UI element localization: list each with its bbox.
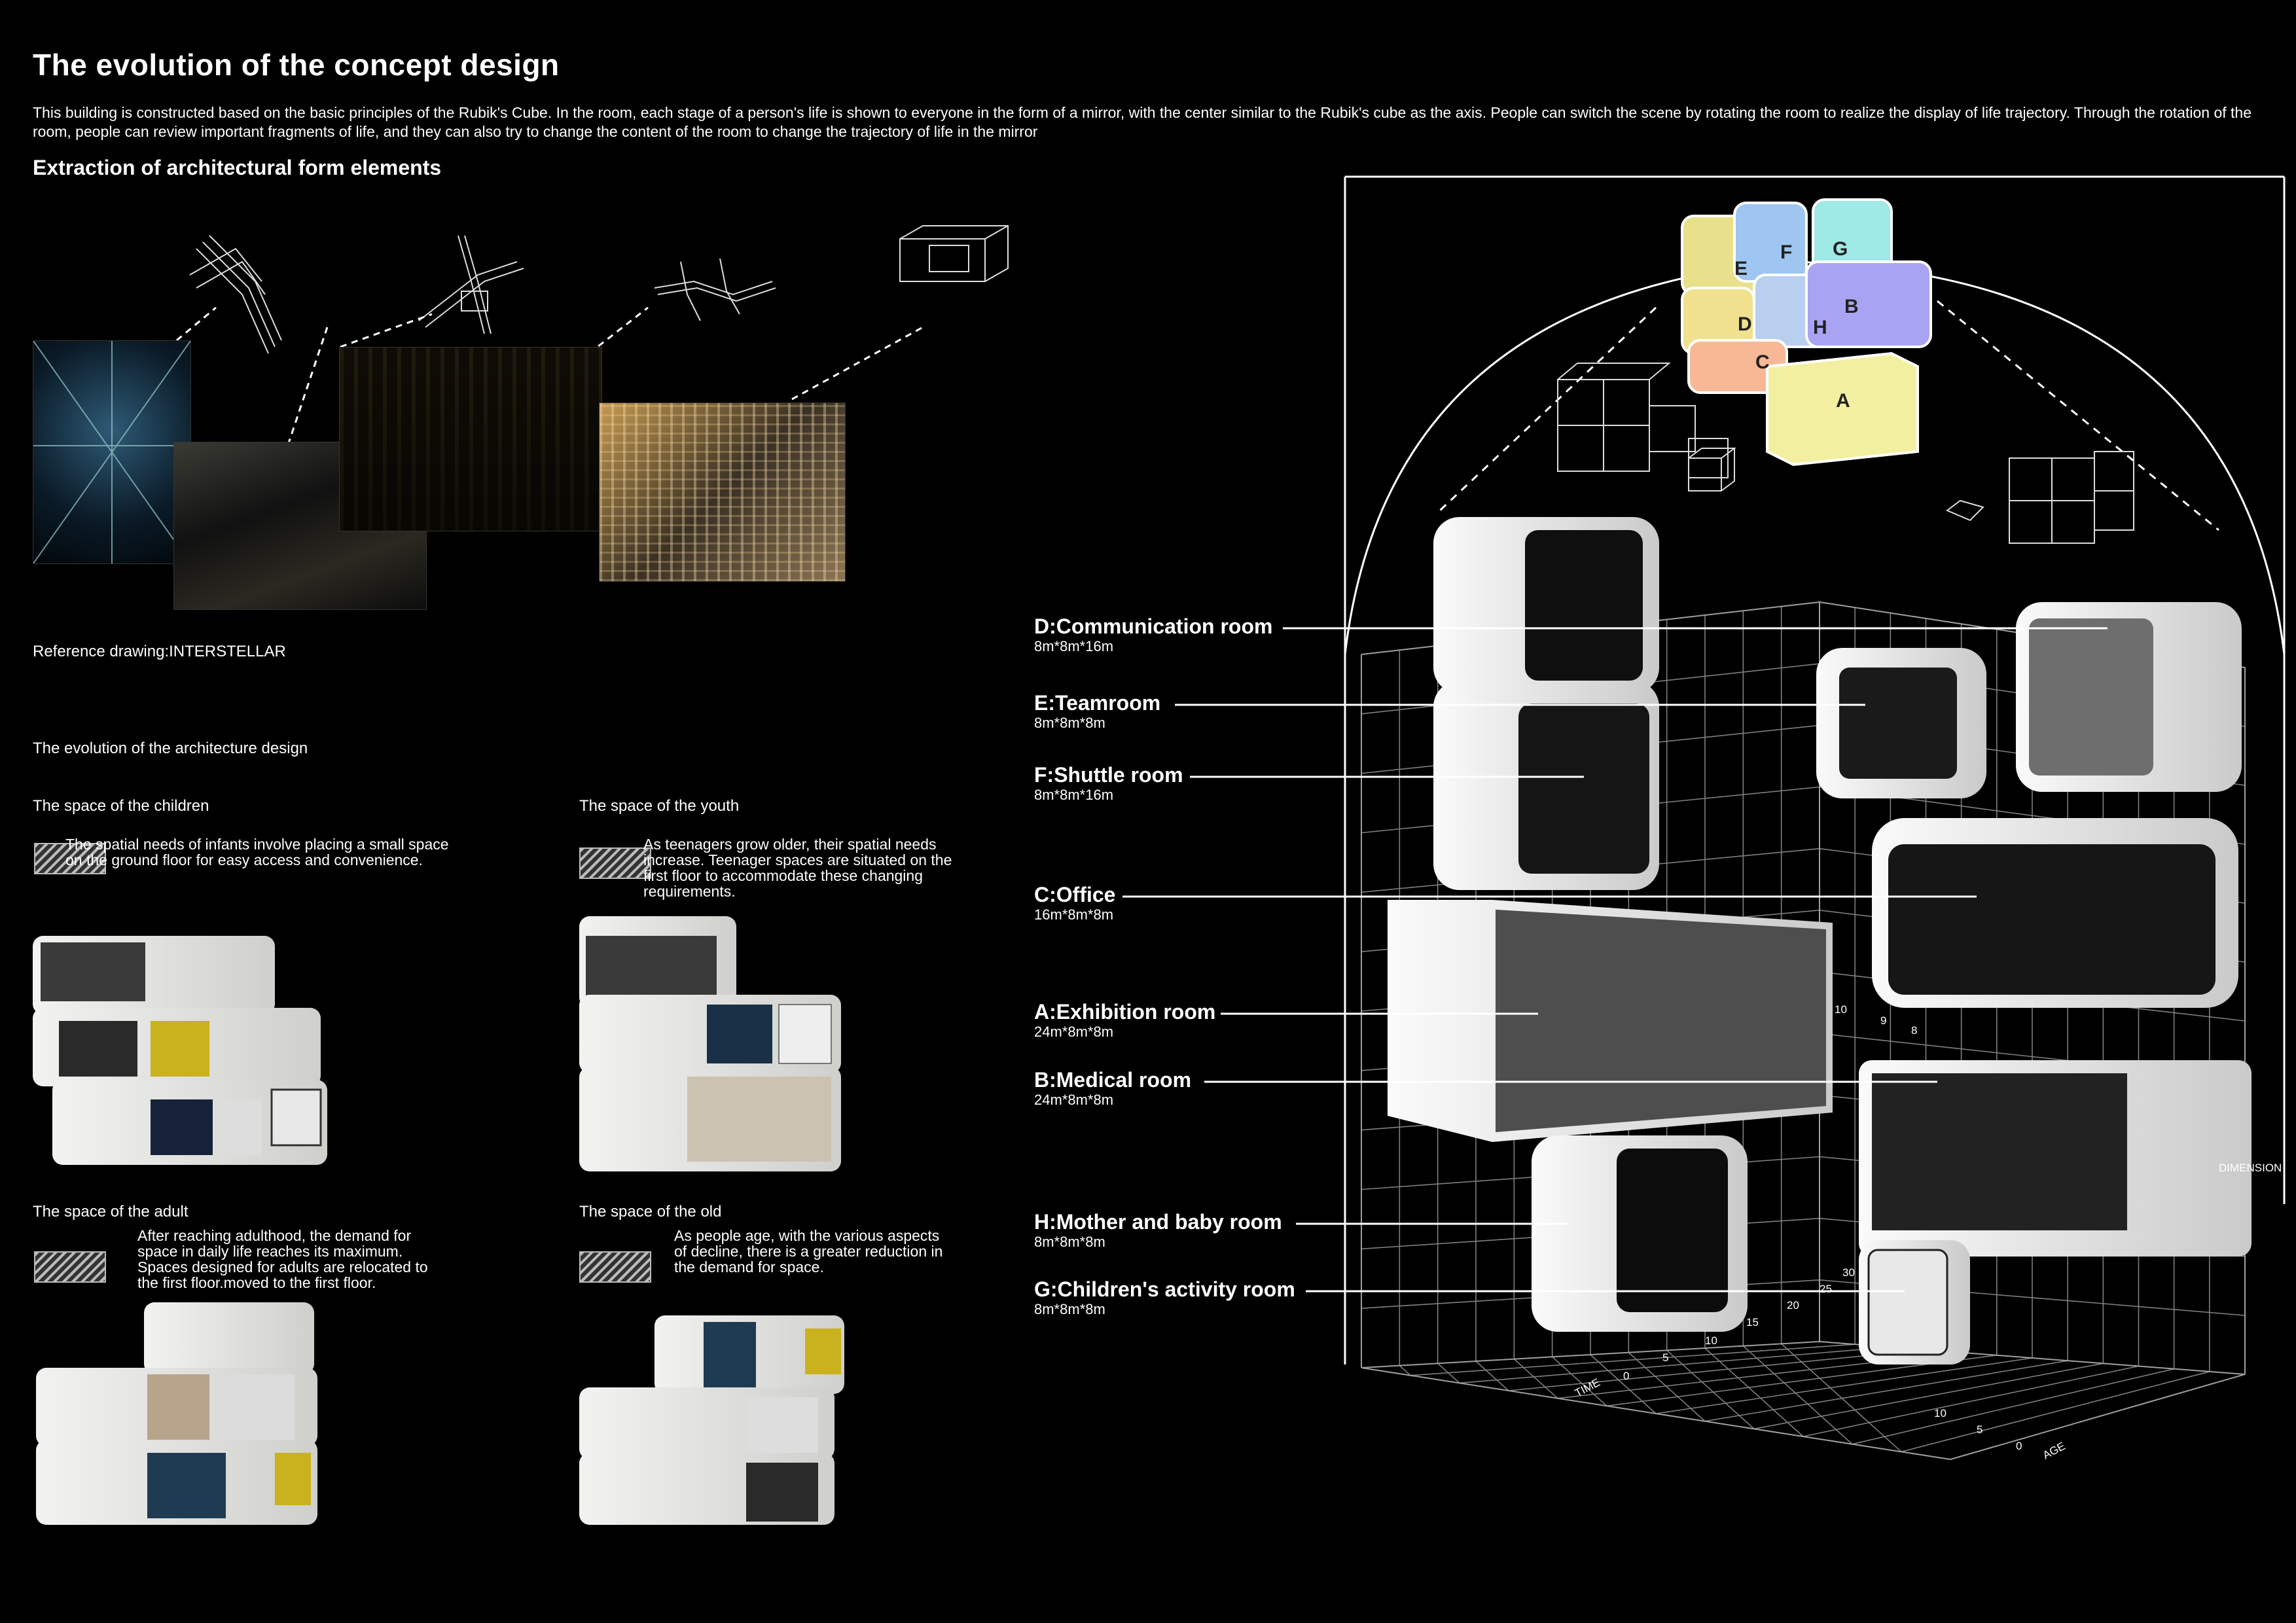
stage-text-adult: After reaching adulthood, the demand for… <box>137 1227 428 1291</box>
dim-tick: 9 <box>1880 1014 1886 1027</box>
module-letter-E: E <box>1734 258 1748 279</box>
module-letter-H: H <box>1813 317 1827 338</box>
time-tick: 30 <box>1842 1266 1855 1279</box>
module-letter-D: D <box>1738 313 1752 335</box>
time-tick: 0 <box>1623 1370 1629 1382</box>
stage-text-children: The spatial needs of infants involve pla… <box>65 836 449 868</box>
module-letter-C: C <box>1755 351 1770 373</box>
pattern-swatch-children <box>34 843 106 874</box>
evolution-heading: The evolution of the architecture design <box>33 740 308 757</box>
time-tick: 5 <box>1662 1351 1668 1364</box>
rubik-modules <box>1681 198 1932 467</box>
module-A <box>1766 351 1919 467</box>
dashed-leaders-cube <box>1439 300 2219 531</box>
module-letter-A: A <box>1836 390 1850 412</box>
stage-text-youth: As teenagers grow older, their spatial n… <box>643 836 952 900</box>
sketch-lines-2 <box>418 235 524 334</box>
room-leaders <box>1122 627 2108 1293</box>
stage-title-adult: The space of the adult <box>33 1203 188 1221</box>
page-title: The evolution of the concept design <box>33 48 560 82</box>
pattern-swatch-youth <box>579 847 651 879</box>
model-children <box>33 936 327 1165</box>
dim-tick: 8 <box>1911 1024 1917 1037</box>
stage-title-youth: The space of the youth <box>579 797 740 815</box>
age-tick: 10 <box>1934 1407 1946 1419</box>
model-youth <box>579 916 841 1171</box>
room-modules <box>1388 517 2251 1364</box>
intro-paragraph: This building is constructed based on th… <box>33 104 2251 140</box>
reference-image-tesseract <box>339 347 602 531</box>
module-letter-G: G <box>1833 238 1848 260</box>
axis-label-dimension: DIMENSION <box>2219 1162 2282 1174</box>
wireframe-cube-cluster-right <box>1946 451 2134 544</box>
module-letters: E F G B D H C A <box>1734 238 1859 412</box>
module-letter-B: B <box>1844 296 1859 317</box>
dashed-leaders-extraction <box>176 306 924 446</box>
wireframe-cube-single <box>1688 448 1736 491</box>
reference-caption: Reference drawing:INTERSTELLAR <box>33 643 286 660</box>
time-tick: 25 <box>1820 1283 1832 1295</box>
time-tick: 20 <box>1787 1299 1799 1311</box>
stage-title-old: The space of the old <box>579 1203 722 1221</box>
age-tick: 5 <box>1977 1423 1982 1436</box>
pattern-swatch-adult <box>34 1251 106 1283</box>
module-B <box>1805 260 1932 348</box>
axis-label-age: AGE <box>2041 1440 2068 1462</box>
reference-image-bookshelf <box>599 402 846 582</box>
sketch-cube <box>899 225 1009 282</box>
sketch-lines-1 <box>189 235 282 354</box>
stage-text-old: As people age, with the various aspects … <box>674 1227 943 1275</box>
reference-image-poster <box>33 340 191 564</box>
model-old <box>579 1315 844 1525</box>
module-letter-F: F <box>1780 241 1792 263</box>
pattern-swatch-old <box>579 1251 651 1283</box>
time-tick: 15 <box>1746 1316 1759 1329</box>
stage-title-children: The space of the children <box>33 797 209 815</box>
sketch-lines-3 <box>654 258 776 321</box>
age-tick: 0 <box>2016 1440 2022 1452</box>
model-adult <box>36 1302 317 1525</box>
dim-tick: 10 <box>1835 1003 1847 1016</box>
extraction-heading: Extraction of architectural form element… <box>33 156 442 179</box>
time-tick: 10 <box>1705 1334 1717 1347</box>
